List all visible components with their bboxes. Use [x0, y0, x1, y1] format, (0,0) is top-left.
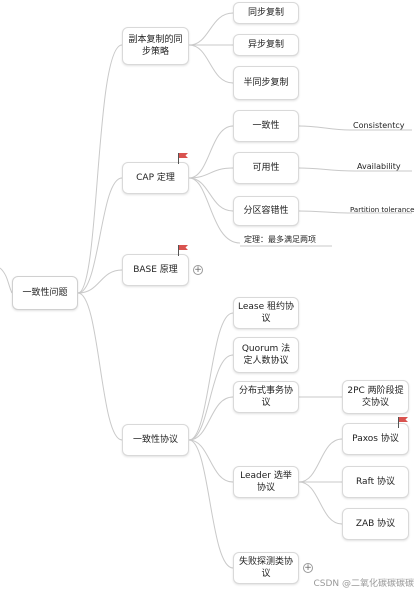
- topic-lease-protocol[interactable]: Lease 租约协议: [233, 297, 299, 329]
- expand-base-button[interactable]: +: [193, 265, 203, 275]
- topic-availability[interactable]: 可用性: [233, 152, 299, 184]
- expand-failure-detection-button[interactable]: +: [303, 563, 313, 573]
- watermark: CSDN @二氧化碳碳碳碳: [313, 579, 414, 589]
- topic-distributed-transaction[interactable]: 分布式事务协议: [233, 381, 299, 413]
- topic-cap-theorem[interactable]: CAP 定理: [122, 162, 189, 194]
- topic-base-principle[interactable]: BASE 原理: [122, 254, 189, 286]
- topic-quorum-protocol[interactable]: Quorum 法定人数协议: [233, 337, 299, 373]
- root-topic[interactable]: 一致性问题: [12, 276, 78, 310]
- topic-consistency[interactable]: 一致性: [233, 110, 299, 142]
- topic-consistency-protocols[interactable]: 一致性协议: [122, 424, 189, 456]
- topic-paxos-protocol[interactable]: Paxos 协议: [342, 423, 409, 455]
- note-availability: Availability: [357, 162, 401, 171]
- flag-icon: [398, 417, 408, 428]
- topic-leader-election[interactable]: Leader 选举协议: [233, 466, 299, 498]
- topic-raft-protocol[interactable]: Raft 协议: [342, 466, 409, 498]
- topic-async-replication[interactable]: 异步复制: [233, 34, 299, 56]
- flag-icon: [178, 245, 188, 256]
- topic-sync-replication[interactable]: 同步复制: [233, 2, 299, 24]
- topic-partition-tolerance[interactable]: 分区容错性: [233, 196, 299, 226]
- flag-icon: [178, 153, 188, 164]
- note-partition-tolerance: Partition tolerance: [350, 206, 415, 214]
- topic-semisync-replication[interactable]: 半同步复制: [233, 66, 299, 100]
- cap-theorem-statement: 定理：最多满足两项: [244, 235, 316, 244]
- topic-failure-detection[interactable]: 失败探测类协议: [233, 552, 299, 584]
- topic-replication-strategy[interactable]: 副本复制的同步策略: [122, 27, 189, 65]
- note-consistency: Consistentcy: [353, 121, 405, 130]
- topic-zab-protocol[interactable]: ZAB 协议: [342, 508, 409, 540]
- topic-2pc-protocol[interactable]: 2PC 两阶段提交协议: [342, 380, 409, 414]
